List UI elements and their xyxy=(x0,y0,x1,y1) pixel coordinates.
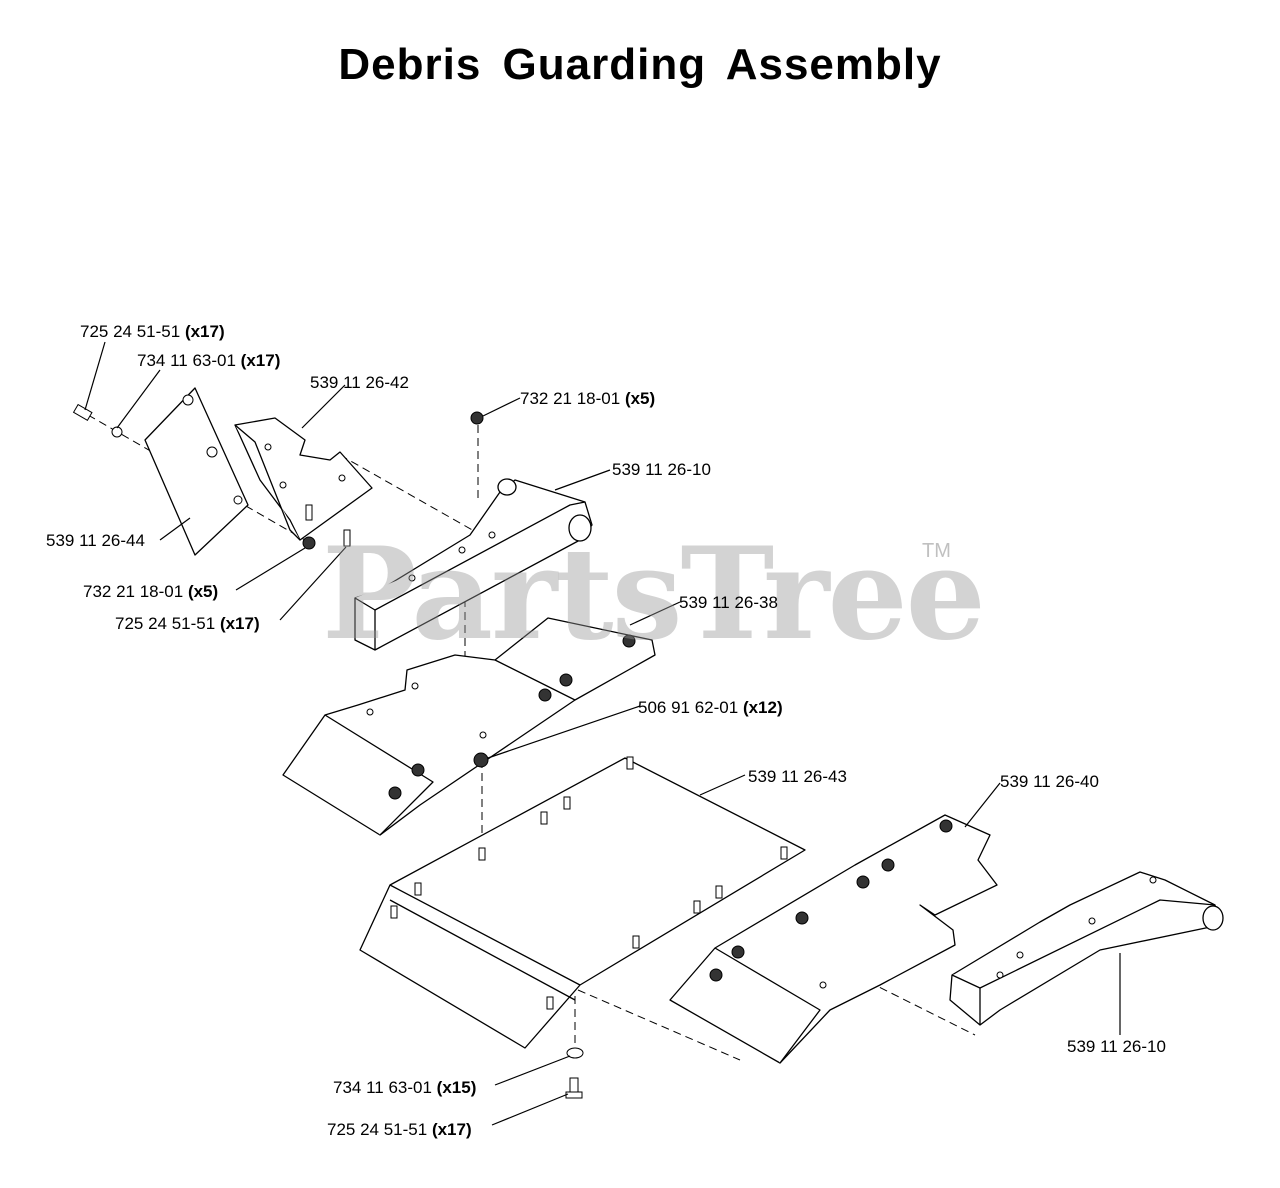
callout-label: 732 21 18-01 (x5) xyxy=(520,389,655,409)
part-quantity: (x17) xyxy=(240,351,281,370)
trademark-symbol: TM xyxy=(922,540,951,562)
part-number: 734 11 63-01 xyxy=(137,351,236,370)
arm-539-11-26-10-right xyxy=(949,871,1224,1026)
part-number: 539 11 26-42 xyxy=(310,373,409,392)
part-number: 725 24 51-51 xyxy=(115,614,216,633)
callout-label: 725 24 51-51 (x17) xyxy=(80,322,225,342)
callout-label: 539 11 26-42 xyxy=(310,373,409,393)
watermark: PartsTree xyxy=(322,520,986,668)
callout-label: 734 11 63-01 (x17) xyxy=(137,351,280,371)
part-number: 539 11 26-43 xyxy=(748,767,847,786)
callout-label: 539 11 26-38 xyxy=(679,593,778,613)
part-number: 539 11 26-40 xyxy=(1000,772,1099,791)
part-number: 539 11 26-44 xyxy=(46,531,145,550)
part-number: 539 11 26-10 xyxy=(1067,1037,1166,1056)
part-number: 506 91 62-01 xyxy=(638,698,739,717)
callout-label: 725 24 51-51 (x17) xyxy=(327,1120,472,1140)
callout-label: 725 24 51-51 (x17) xyxy=(115,614,260,634)
part-quantity: (x5) xyxy=(187,582,219,601)
plate-539-11-26-43 xyxy=(359,756,806,1049)
part-quantity: (x17) xyxy=(431,1120,472,1139)
callout-label: 539 11 26-44 xyxy=(46,531,145,551)
callout-label: 539 11 26-10 xyxy=(612,460,711,480)
part-number: 539 11 26-38 xyxy=(679,593,778,612)
part-number: 734 11 63-01 xyxy=(333,1078,432,1097)
guard-539-11-26-40 xyxy=(669,814,998,1064)
callout-label: 539 11 26-43 xyxy=(748,767,847,787)
callout-label: 539 11 26-40 xyxy=(1000,772,1099,792)
part-number: 725 24 51-51 xyxy=(80,322,181,341)
plate-539-11-26-44 xyxy=(144,387,249,556)
part-quantity: (x15) xyxy=(436,1078,477,1097)
hardware-left xyxy=(72,403,484,550)
callout-label: 539 11 26-10 xyxy=(1067,1037,1166,1057)
nut-506-91-62-01 xyxy=(473,752,489,768)
part-quantity: (x17) xyxy=(184,322,225,341)
arm-539-11-26-10-left xyxy=(354,478,593,651)
part-quantity: (x12) xyxy=(742,698,783,717)
callout-label: 506 91 62-01 (x12) xyxy=(638,698,783,718)
callout-leader-lines xyxy=(84,341,1121,1126)
part-number: 732 21 18-01 xyxy=(520,389,621,408)
hardware-bottom xyxy=(565,1047,584,1099)
part-number: 539 11 26-10 xyxy=(612,460,711,479)
guard-539-11-26-38 xyxy=(282,617,656,836)
part-number: 732 21 18-01 xyxy=(83,582,184,601)
callout-label: 734 11 63-01 (x15) xyxy=(333,1078,476,1098)
part-quantity: (x5) xyxy=(624,389,656,408)
callout-label: 732 21 18-01 (x5) xyxy=(83,582,218,602)
part-number: 725 24 51-51 xyxy=(327,1120,428,1139)
part-quantity: (x17) xyxy=(219,614,260,633)
bracket-539-11-26-42 xyxy=(234,417,373,541)
page-title: Debris Guarding Assembly xyxy=(338,40,942,89)
